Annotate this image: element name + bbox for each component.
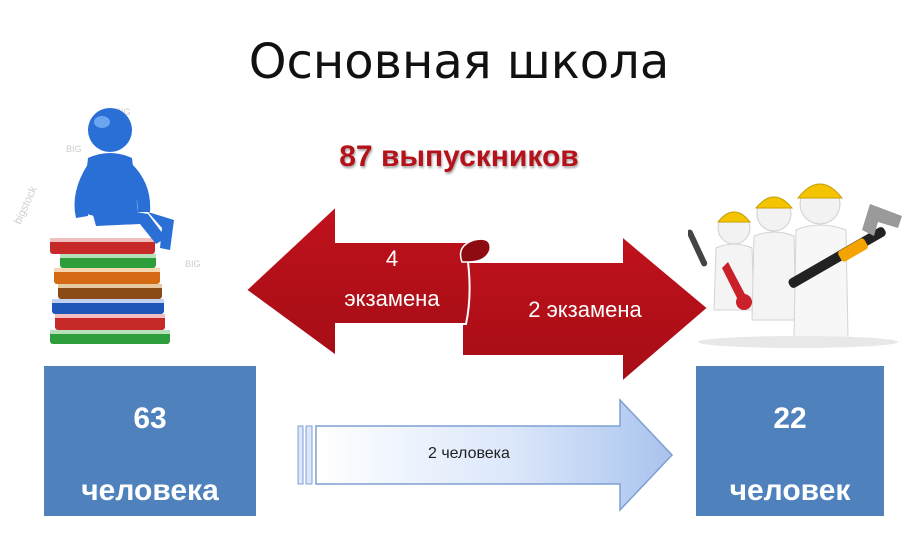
graduates-count: 87 выпускников — [339, 140, 579, 173]
left-arrow-label-line1: 4 — [385, 246, 399, 271]
right-arrow-label: 2 экзамена — [528, 297, 642, 322]
blue-arrow — [297, 398, 674, 512]
red-arrow-left — [244, 203, 492, 358]
left-arrow-label-line2: экзамена — [344, 286, 440, 311]
workers-with-tools-icon — [688, 183, 902, 348]
workers-count: 22 — [773, 402, 807, 435]
blue-arrow-label: 2 человека — [428, 445, 510, 462]
svg-text:BIG: BIG — [66, 144, 82, 154]
red-arrow-right — [461, 233, 710, 385]
workers-unit: человек — [729, 474, 851, 507]
basic-school-box: 63 человека — [44, 366, 256, 516]
page-title: Основная школа — [248, 34, 670, 90]
student-on-books-icon: bigstock BIG BIG BIG — [12, 107, 201, 344]
svg-text:BIG: BIG — [185, 259, 201, 269]
workers-box: 22 человек — [696, 366, 884, 516]
basic-school-count: 63 — [133, 402, 167, 435]
basic-school-unit: человека — [81, 474, 219, 507]
svg-text:BIG: BIG — [115, 107, 131, 117]
arrow-scroll-curl — [459, 238, 491, 263]
